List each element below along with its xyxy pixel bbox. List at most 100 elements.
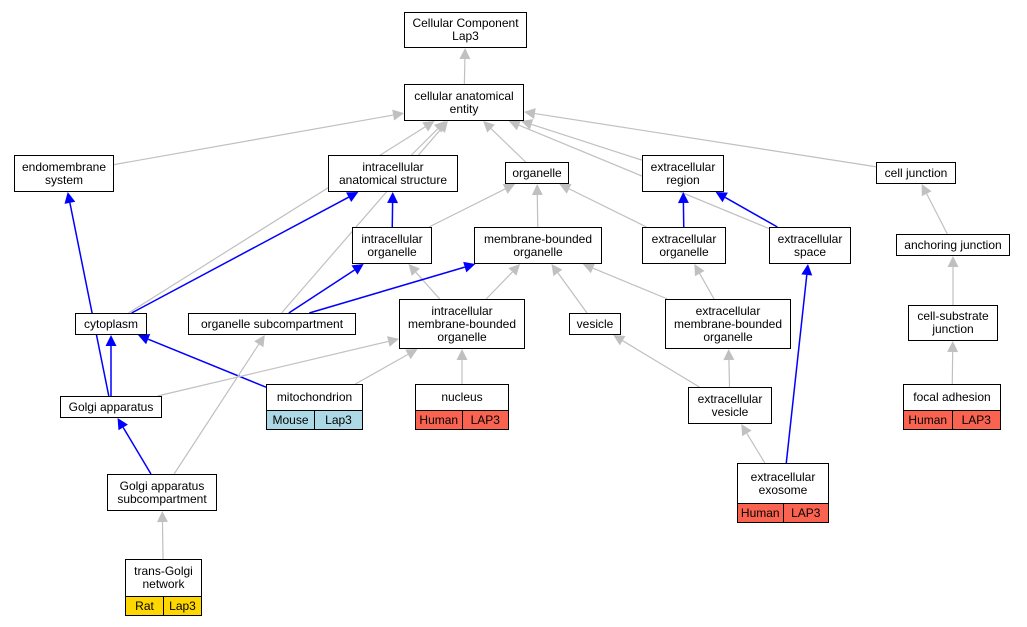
edge-arrowhead — [723, 349, 735, 361]
go-term-node-orgsub[interactable]: organelle subcompartment — [188, 313, 356, 335]
edge-intorg-to-ias — [387, 192, 399, 228]
edge-line — [415, 271, 441, 300]
edge-line — [746, 433, 766, 464]
edge-arrowhead — [408, 264, 420, 276]
edge-gas-to-orgsub — [173, 335, 265, 475]
edge-embo-to-mbo — [582, 263, 668, 300]
node-label-line: system — [44, 172, 83, 187]
node-label-line: region — [666, 172, 700, 187]
edge-organelle-to-cae — [483, 121, 527, 163]
edge-mito-to-cyto — [137, 334, 267, 388]
edge-line — [724, 196, 778, 228]
node-label-line: vesicle — [576, 316, 614, 331]
edge-orgsub-to-intorg — [288, 264, 364, 314]
edge-gas-to-golgi — [117, 418, 152, 475]
edge-arrowhead — [422, 121, 435, 132]
node-label-line: extracellular — [650, 159, 716, 174]
edge-line — [568, 188, 647, 228]
edge-embo-to-exorg — [694, 264, 715, 300]
annotation-tag-human: LAP3 — [782, 504, 828, 522]
edge-vesicle-to-mbo — [551, 264, 588, 314]
edge-exo-to-exves — [741, 424, 766, 464]
node-label-line: Golgi apparatus — [68, 399, 154, 414]
edge-line — [157, 340, 389, 397]
edge-arrowhead — [459, 48, 471, 60]
node-label-line: Cellular Component — [412, 16, 519, 30]
node-label-line: entity — [449, 101, 479, 116]
go-term-node-celljunc[interactable]: cell junction — [876, 162, 956, 184]
node-label-line: membrane-bounded — [483, 231, 593, 246]
annotation-tag-human: Human — [416, 411, 462, 429]
edge-csj-to-anchor — [947, 256, 959, 305]
node-label: organelle subcompartment — [189, 314, 355, 334]
edge-line — [531, 123, 643, 161]
edge-arrowhead — [524, 108, 536, 119]
edge-arrowhead — [677, 192, 689, 204]
go-term-node-organelle[interactable]: organelle — [505, 162, 569, 184]
edge-arrowhead — [483, 121, 495, 133]
edge-arrowhead — [694, 264, 705, 277]
go-term-node-vesicle[interactable]: vesicle — [569, 313, 621, 335]
edge-golgi-to-imbo — [157, 336, 399, 397]
node-label-line: endomembrane — [21, 159, 107, 174]
edge-tgn-to-gas — [156, 511, 168, 560]
edge-arrowhead — [715, 192, 728, 203]
edge-line — [161, 521, 164, 560]
node-label-line: organelle subcompartment — [200, 316, 344, 331]
edge-line — [288, 269, 355, 314]
edge-arrowhead — [405, 349, 418, 360]
node-label-line: Golgi apparatus — [119, 478, 205, 493]
annotation-tag-rat: Rat — [126, 597, 163, 615]
node-label-line: network — [142, 577, 185, 591]
edge-arrowhead — [521, 119, 534, 130]
go-term-node-golgi[interactable]: Golgi apparatus — [60, 396, 162, 418]
edge-arrowhead — [531, 184, 543, 196]
edge-arrowhead — [947, 256, 959, 267]
edge-exorg-to-organelle — [559, 183, 647, 228]
edge-exves-to-vesicle — [613, 335, 700, 388]
edge-line — [592, 267, 668, 300]
edge-arrowhead — [551, 264, 563, 277]
go-term-node-cyto[interactable]: cytoplasm — [75, 313, 147, 335]
edge-line — [728, 359, 731, 388]
go-term-node-anchor[interactable]: anchoring junction — [896, 234, 1010, 256]
annotation-tag-rat: Lap3 — [163, 597, 201, 615]
node-label: organelle — [506, 163, 568, 183]
node-label-line: intracellular — [362, 159, 424, 174]
edge-line — [147, 338, 267, 388]
node-label-line: space — [793, 244, 827, 259]
edge-line — [785, 274, 808, 464]
edge-exorg-to-exreg — [677, 192, 689, 228]
node-label: Golgi apparatus — [61, 397, 161, 417]
node-label: anchoring junction — [897, 235, 1009, 255]
node-label-line: subcompartment — [117, 491, 207, 506]
edge-orgsub-to-mbo — [309, 261, 476, 314]
edge-arrowhead — [117, 418, 128, 431]
edge-line — [131, 196, 349, 314]
edge-exves-to-embo — [723, 349, 735, 388]
